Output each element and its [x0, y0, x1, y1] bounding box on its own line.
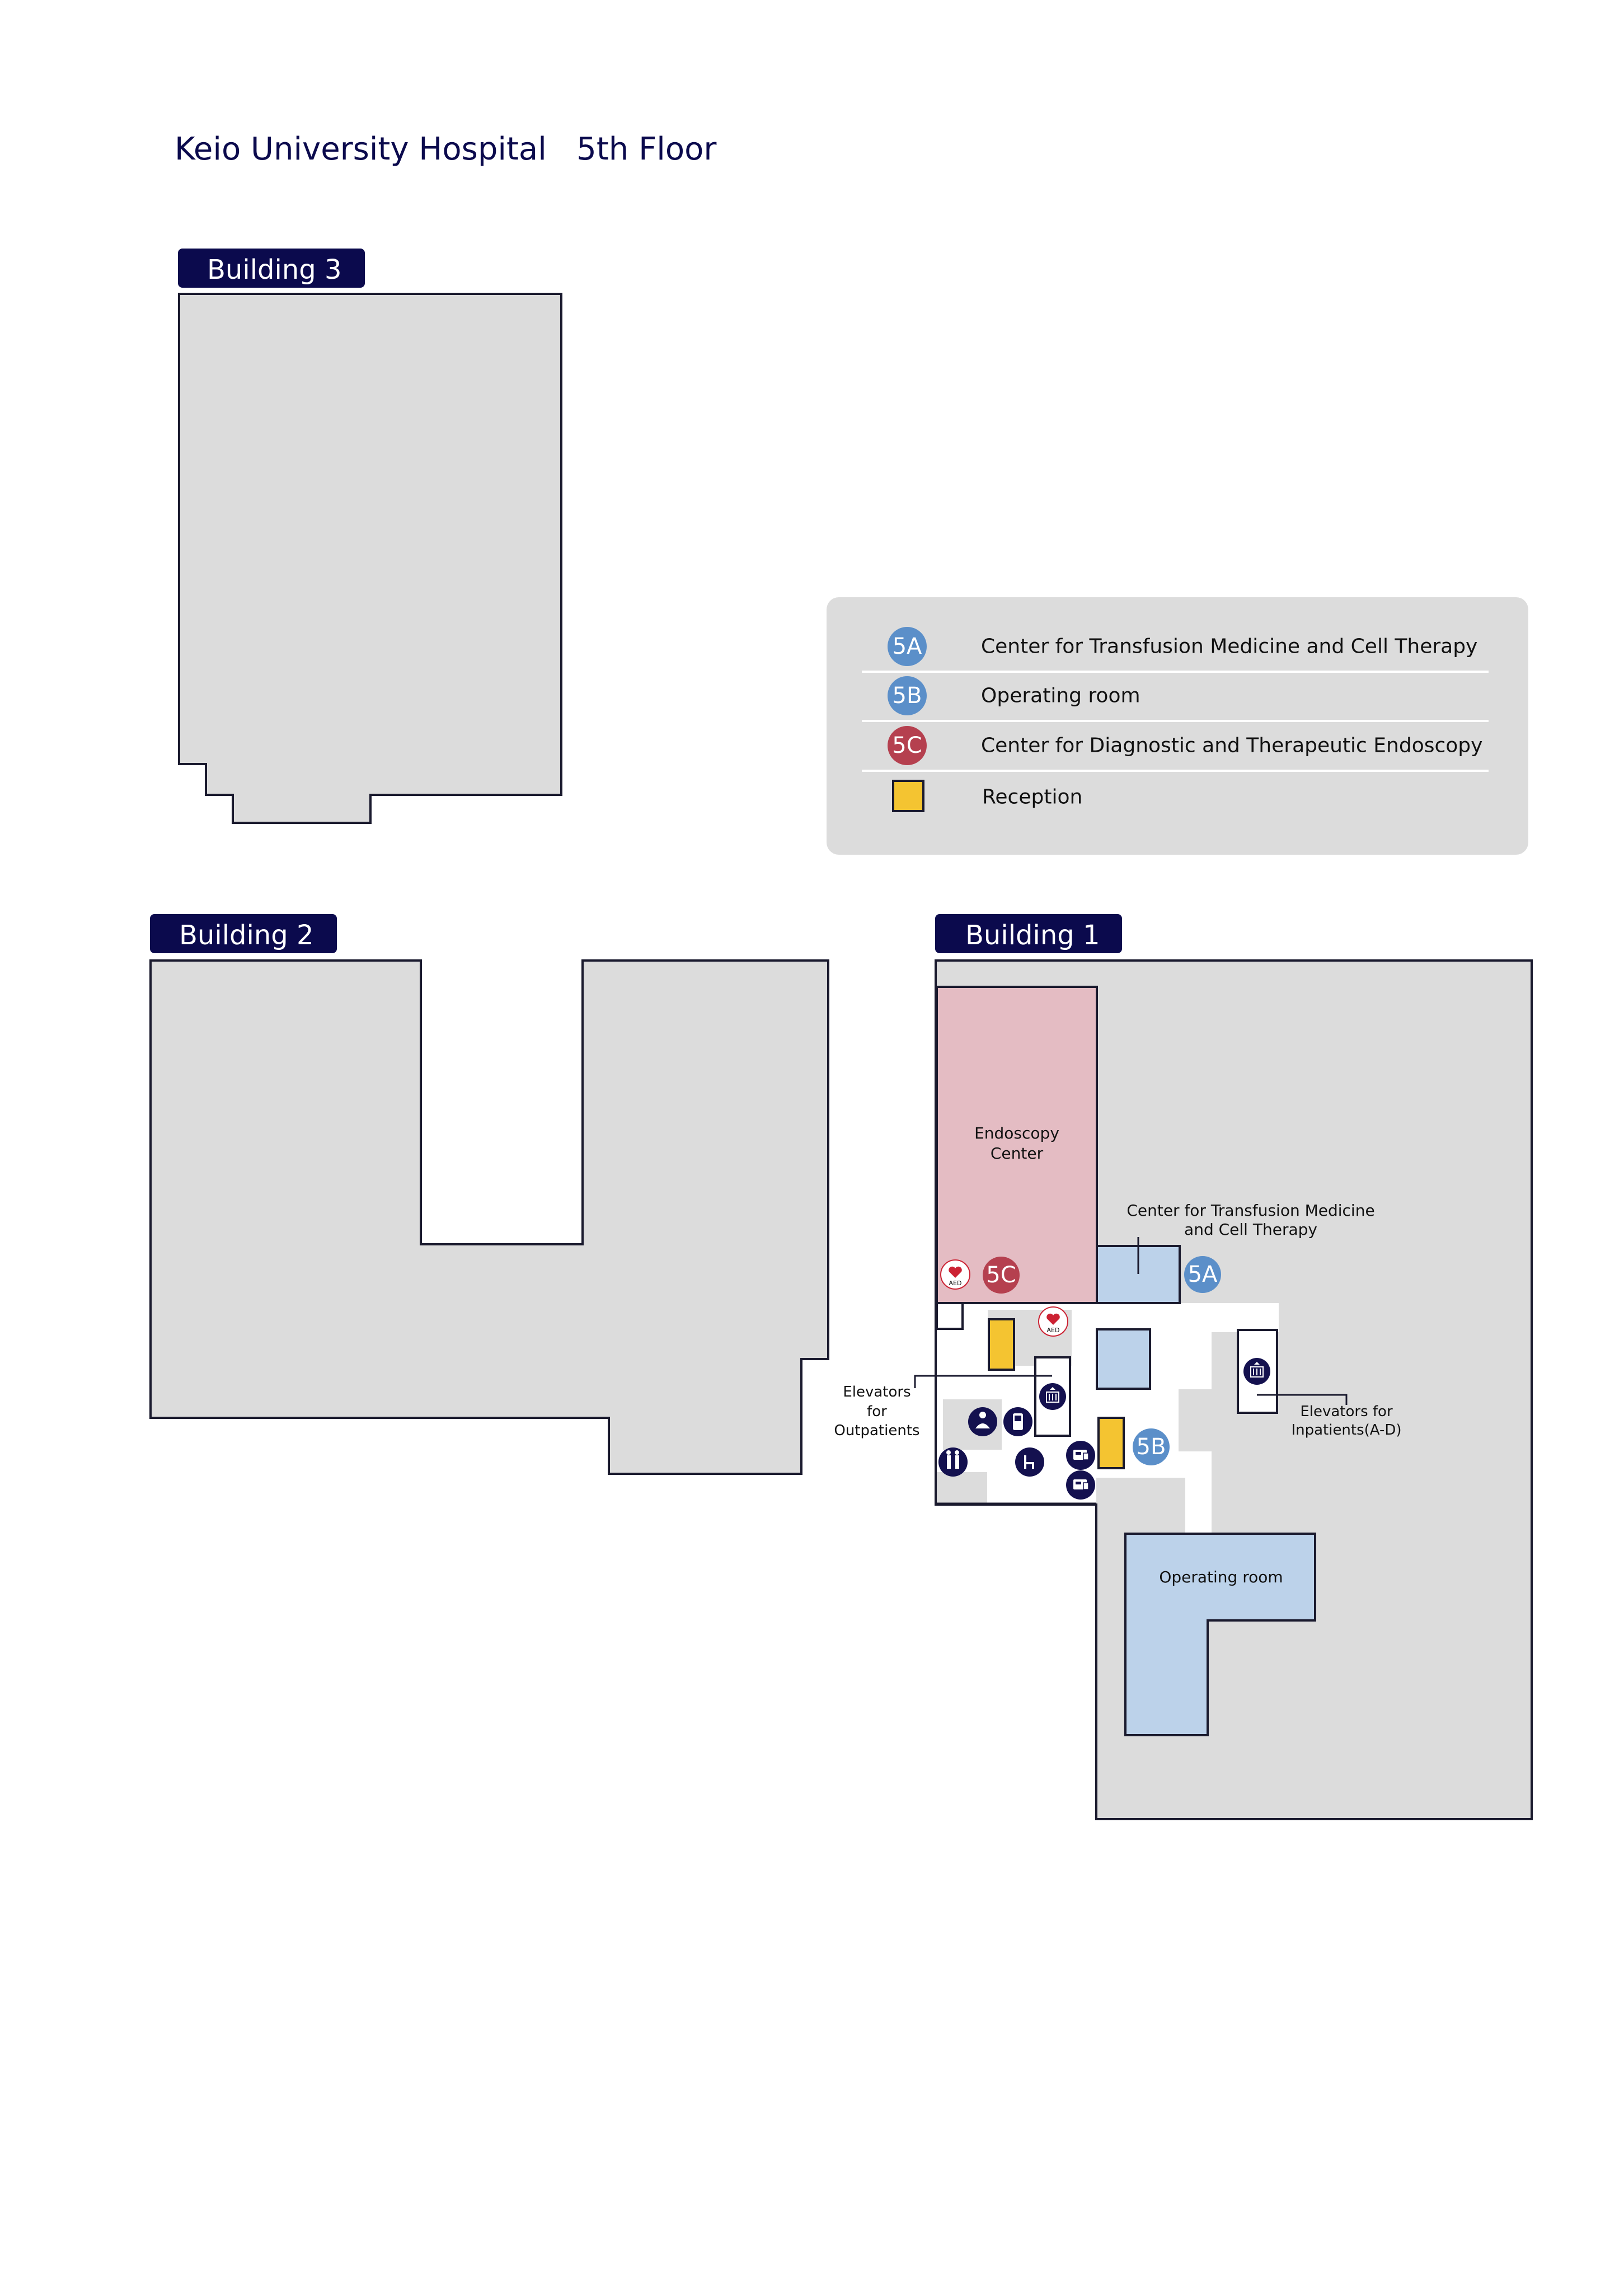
svg-text:Inpatients(A-D): Inpatients(A-D) — [1291, 1422, 1401, 1439]
legend-label-5a: Center for Transfusion Medicine and Cell… — [981, 635, 1477, 658]
reception-desk-2 — [1097, 1417, 1125, 1469]
svg-text:5C: 5C — [892, 733, 922, 758]
page-title: Keio University Hospital 5th Floor — [175, 131, 717, 167]
building-3: Building 3 — [178, 249, 562, 824]
aed-icon: AED — [940, 1259, 970, 1290]
building-1: Building 1 Endoscopy Center Center for T… — [834, 914, 1533, 1820]
map-badge-5b: 5B — [1133, 1428, 1170, 1465]
badge-5b — [888, 676, 927, 715]
inpatients-elevator-label: Elevators for — [1300, 1403, 1393, 1420]
restroom-icon — [938, 1447, 968, 1477]
reception-desk-1 — [988, 1318, 1015, 1371]
building-1-label: Building 1 — [965, 920, 1100, 951]
elevator-icon — [1039, 1383, 1066, 1410]
badge-5a — [888, 627, 927, 666]
building-2-tab — [150, 914, 337, 953]
svg-text:5C: 5C — [986, 1262, 1016, 1288]
legend-item-5a: 5A Center for Transfusion Medicine and C… — [888, 627, 1477, 666]
building-3-label: Building 3 — [207, 254, 342, 285]
service-block — [937, 1472, 987, 1503]
svg-text:for: for — [867, 1403, 887, 1420]
legend-item-5b: 5B Operating room — [888, 676, 1140, 715]
operating-room-label: Operating room — [1159, 1568, 1283, 1586]
outpatients-elevator-label: Elevators — [843, 1384, 910, 1400]
phone-icon — [1003, 1407, 1032, 1436]
transfusion-label: Center for Transfusion Medicine — [1127, 1201, 1374, 1220]
legend-panel — [827, 597, 1528, 855]
building-3-outline — [178, 293, 562, 824]
map-badge-5c: 5C — [983, 1257, 1020, 1294]
legend-label-5b: Operating room — [981, 685, 1140, 708]
building-3-tab — [178, 249, 365, 288]
svg-text:5B: 5B — [893, 683, 922, 709]
building-2-outline — [149, 959, 829, 1475]
transfusion-label-2: and Cell Therapy — [1184, 1220, 1317, 1239]
svg-text:Outpatients: Outpatients — [834, 1422, 919, 1439]
legend-item-reception: Reception — [892, 780, 1082, 812]
transfusion-room — [1096, 1245, 1181, 1304]
operating-room — [1124, 1533, 1316, 1736]
blue-room — [1096, 1328, 1151, 1390]
atm-icon — [1066, 1470, 1095, 1500]
atm-icon — [1066, 1441, 1095, 1470]
accessible-restroom-icon — [1015, 1447, 1044, 1477]
building-1-tab — [935, 914, 1122, 953]
map-badge-5a: 5A — [1184, 1256, 1221, 1293]
endoscopy-label: Endoscopy — [974, 1124, 1059, 1142]
svg-text:AED: AED — [949, 1280, 962, 1287]
legend-label-reception: Reception — [982, 786, 1082, 809]
legend-item-5c: 5C Center for Diagnostic and Therapeutic… — [888, 726, 1482, 765]
building-2-label: Building 2 — [179, 920, 314, 951]
svg-text:AED: AED — [1047, 1327, 1060, 1334]
reception-swatch — [892, 780, 924, 812]
svg-text:5B: 5B — [1137, 1434, 1166, 1460]
building-2: Building 2 — [149, 914, 829, 1475]
aed-icon: AED — [1038, 1306, 1068, 1337]
elevator-icon — [1243, 1358, 1270, 1385]
endoscopy-center — [936, 986, 1098, 1304]
endoscopy-label-2: Center — [991, 1144, 1044, 1163]
baby-care-icon — [968, 1407, 997, 1436]
badge-5c — [888, 726, 927, 765]
svg-text:5A: 5A — [893, 634, 922, 659]
svg-text:5A: 5A — [1188, 1262, 1218, 1287]
legend: 5A Center for Transfusion Medicine and C… — [827, 597, 1528, 855]
legend-label-5c: Center for Diagnostic and Therapeutic En… — [981, 734, 1482, 757]
small-room — [936, 1302, 964, 1330]
